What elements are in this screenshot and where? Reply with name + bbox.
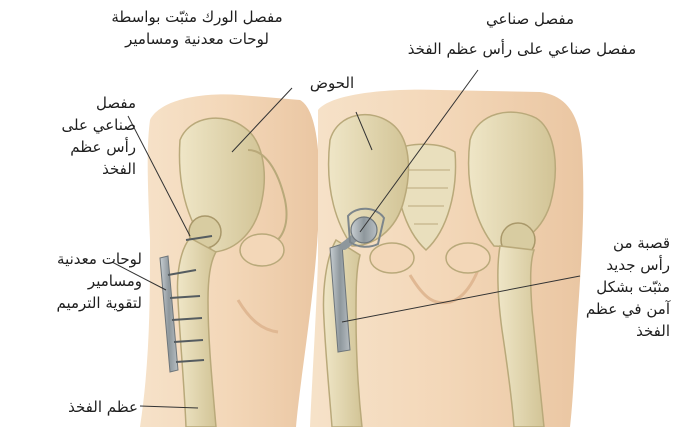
pelvis-label: الحوض	[292, 72, 372, 94]
artificial-joint-title: مفصل صناعي	[470, 8, 590, 30]
artificial-joint-subtitle: مفصل صناعي على رأس عظم الفخذ	[372, 38, 672, 60]
fixed-hip-title: مفصل الورك مثبّت بواسطة لوحات معدنية ومس…	[84, 6, 310, 50]
plates-screws-label: لوحات معدنية ومسامير لتقوية الترميم	[2, 248, 142, 314]
femur-label: عظم الفخذ	[28, 396, 138, 418]
joint-on-femur-label: مفصل صناعي على رأس عظم الفخذ	[8, 92, 136, 180]
stem-label: قصبة من رأس جديد مثبّت بشكل آمن في عظم ا…	[580, 232, 670, 342]
